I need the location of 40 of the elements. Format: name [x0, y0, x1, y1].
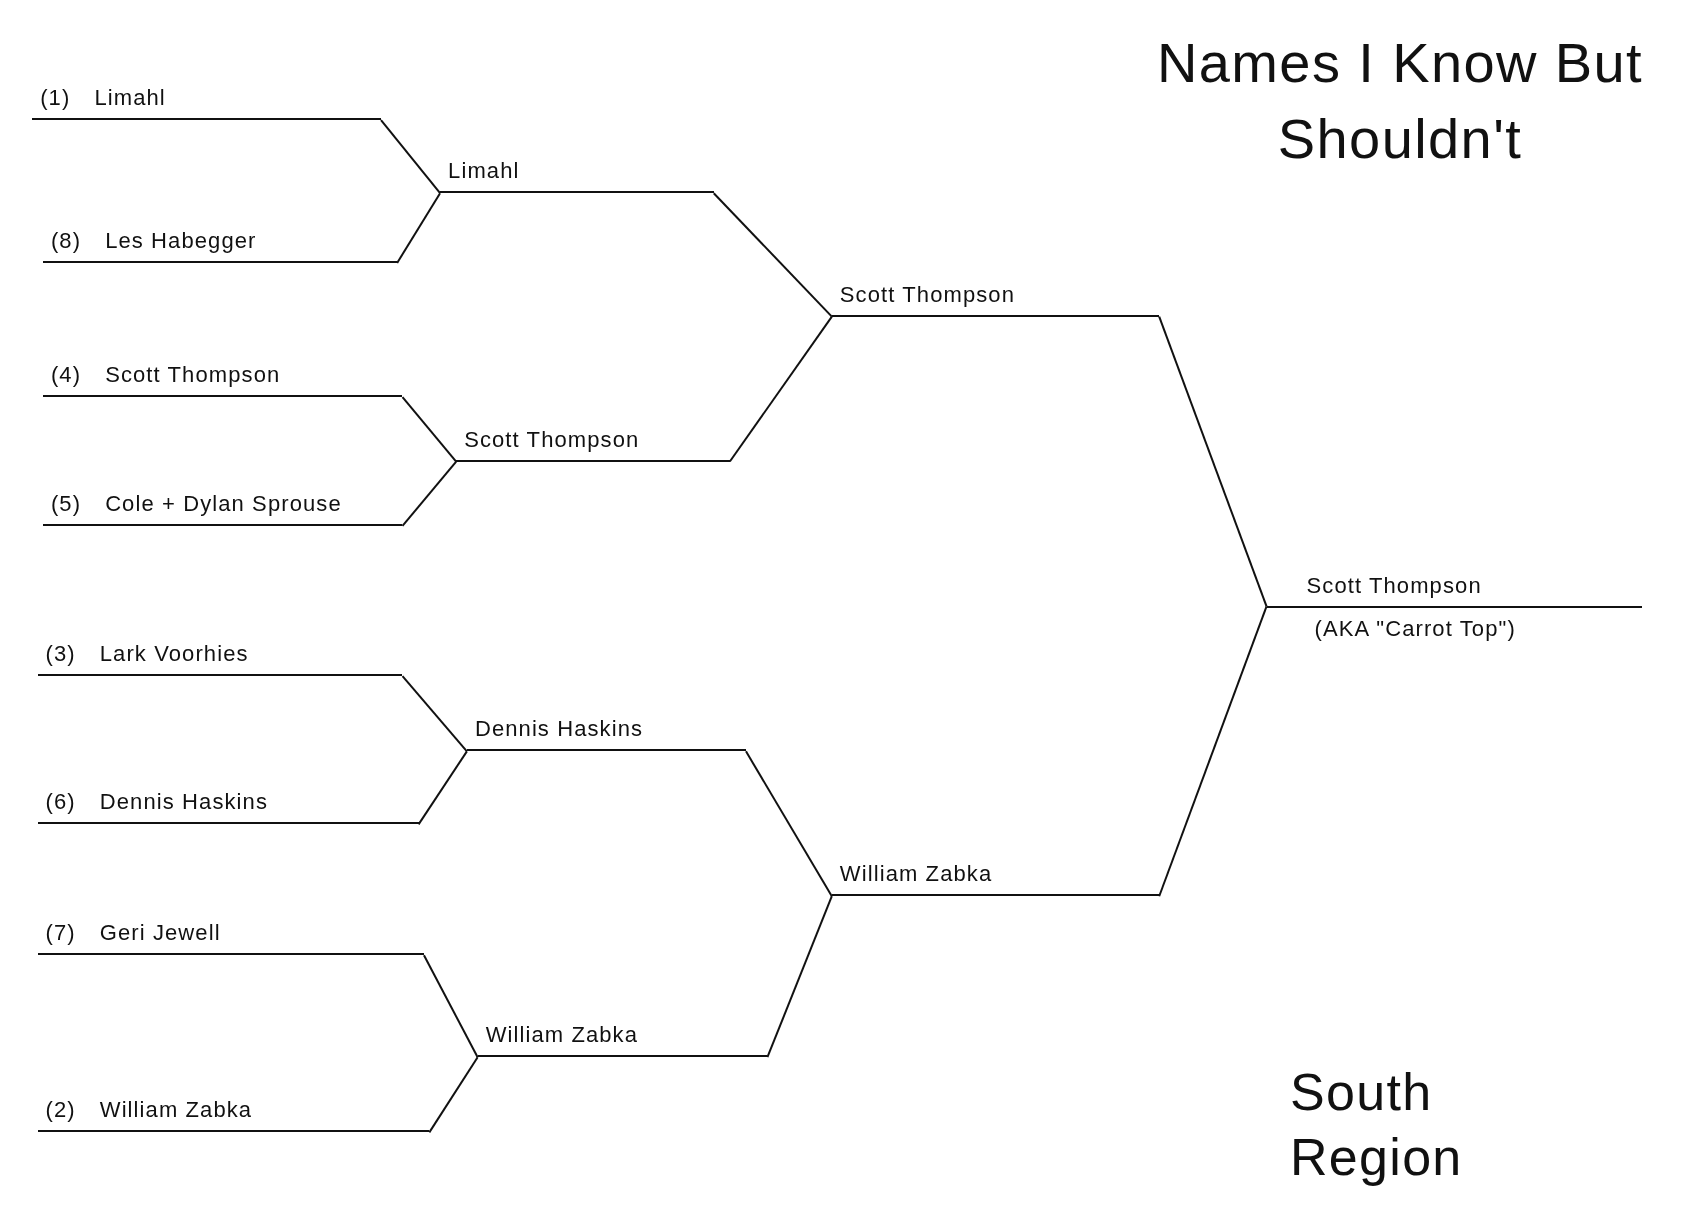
bracket-connector	[401, 675, 468, 753]
bracket-connector	[1158, 605, 1268, 898]
seed-number: (7)	[45, 919, 76, 948]
bracket-connector	[401, 460, 458, 527]
player-name: William Zabka	[485, 1021, 639, 1050]
seed-number: (2)	[45, 1096, 76, 1125]
player-name: Cole + Dylan Sprouse	[105, 489, 342, 518]
player-name: William Zabka	[839, 860, 993, 889]
player-name: Lark Voorhies	[99, 640, 249, 669]
bracket-connector	[401, 396, 458, 463]
bracket-connector	[422, 954, 479, 1059]
player-name: Limahl	[448, 157, 520, 186]
player-name: Scott Thompson	[464, 425, 640, 454]
seed-number: (6)	[45, 788, 76, 817]
title: Names I Know But Shouldn't	[1155, 30, 1645, 172]
bracket-connector	[417, 750, 468, 826]
bracket-connector	[712, 192, 833, 318]
bracket-connector	[744, 750, 833, 898]
player-name: Scott Thompson	[105, 361, 281, 390]
player-name: Les Habegger	[105, 226, 257, 255]
player-name: Dennis Haskins	[99, 788, 268, 817]
seed-number: (8)	[50, 226, 82, 255]
seed-number: (4)	[50, 361, 82, 390]
bracket-connector	[728, 315, 833, 463]
region-label: South Region	[1290, 1062, 1464, 1188]
player-name: Scott Thompson	[839, 280, 1016, 309]
seed-number: (3)	[45, 640, 76, 669]
player-name: Scott Thompson	[1306, 572, 1482, 601]
seed-number: (5)	[50, 489, 82, 518]
bracket-connector	[766, 895, 833, 1059]
player-name: Dennis Haskins	[474, 715, 644, 744]
bracket-connector	[1158, 315, 1268, 608]
player-name: William Zabka	[99, 1096, 253, 1125]
player-name: Geri Jewell	[99, 919, 221, 948]
seed-number: (1)	[40, 84, 71, 113]
bracket-connector	[380, 119, 442, 195]
bracket-connector	[396, 192, 442, 264]
bracket-connector	[428, 1056, 479, 1134]
player-name: Limahl	[94, 84, 166, 113]
nickname-note: (AKA "Carrot Top")	[1313, 615, 1517, 644]
